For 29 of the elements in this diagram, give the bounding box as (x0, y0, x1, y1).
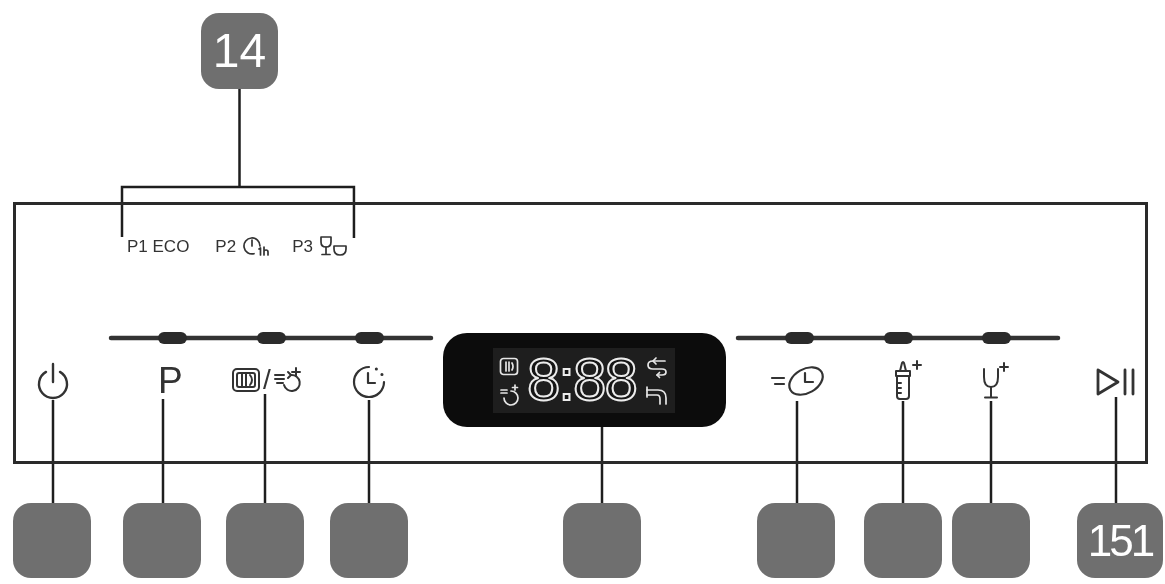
blank-callout (563, 503, 641, 578)
blank-callout (864, 503, 942, 578)
leader-line (51, 400, 55, 503)
callout-number: 14 (201, 13, 278, 89)
leader-line (161, 399, 165, 503)
button-label: P (158, 362, 183, 399)
leader-line (795, 401, 799, 503)
lcd-display (443, 333, 726, 427)
control-panel (13, 202, 1148, 464)
leader-line (901, 401, 905, 503)
program-label: P2 (215, 237, 237, 255)
leader-line (367, 400, 371, 503)
leader-line (989, 401, 993, 503)
digit-readout: 8:88 (527, 350, 636, 410)
program-label: P3 (292, 237, 313, 255)
callout-number: 151 (1077, 503, 1163, 578)
clock-icon (351, 364, 387, 400)
leader-line (263, 394, 267, 503)
blank-callout (757, 503, 835, 578)
blank-callout (123, 503, 201, 578)
leader-line (600, 427, 604, 503)
slash-label: / (263, 366, 271, 394)
bracket-leader-line (120, 87, 356, 240)
blank-callout (13, 503, 91, 578)
program-label: P1 ECO (127, 237, 190, 255)
blank-callout (330, 503, 408, 578)
blank-callout (226, 503, 304, 578)
leader-line (1114, 397, 1118, 503)
blank-callout (952, 503, 1030, 578)
